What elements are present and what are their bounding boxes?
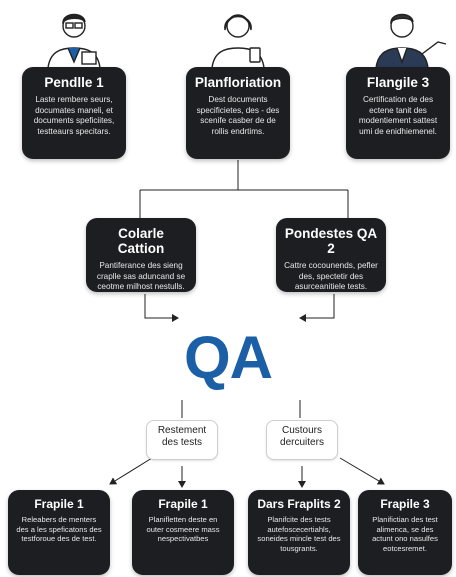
person-illustration-right <box>375 13 447 68</box>
middle-card-2: Pondestes QA 2 Cattre cocounends, pefler… <box>276 218 386 292</box>
person-illustration-left <box>47 13 101 68</box>
branch-pill-2: Custours dercuiters <box>266 420 338 460</box>
top-card-3: Flangile 3 Certification de des ectene t… <box>346 67 450 159</box>
top-card-1: Pendlle 1 Laste rembere seurs, documates… <box>22 67 126 159</box>
middle-card-1-body: Pantiferance des sieng craplle sas adunc… <box>96 261 186 291</box>
top-card-2-body: Dest documents specificietes, des - des … <box>196 95 280 136</box>
top-card-3-body: Certification de des ectene tanit des mo… <box>358 95 438 136</box>
top-card-1-body: Laste rembere seurs, documates maneli, e… <box>33 95 115 136</box>
bottom-card-1-body: Releabers de menters des a les speficato… <box>16 515 102 544</box>
bottom-card-3-body: Planifcite des tests autefoscecertiahls,… <box>257 515 341 553</box>
bottom-card-3: Dars Fraplits 2 Planifcite des tests aut… <box>248 490 350 575</box>
middle-card-2-title: Pondestes QA 2 <box>284 226 378 256</box>
top-card-2-title: Planfloriation <box>194 75 282 90</box>
bottom-card-1: Frapile 1 Releabers de menters des a les… <box>8 490 110 575</box>
qa-logo: QA <box>184 324 273 391</box>
person-illustration-center <box>211 14 265 68</box>
bottom-card-4-body: Planifictian des test alimenca, se des a… <box>372 515 438 553</box>
middle-card-2-body: Cattre cocounends, pefler des, spectetir… <box>284 261 378 291</box>
middle-card-1-title: Colarle Cattion <box>117 226 165 256</box>
bottom-card-4: Frapile 3 Planifictian des test alimenca… <box>358 490 452 575</box>
top-card-2: Planfloriation Dest documents specificie… <box>186 67 290 159</box>
middle-card-1: Colarle Cattion Pantiferance des sieng c… <box>86 218 196 292</box>
top-card-1-title: Pendlle 1 <box>44 75 104 90</box>
bottom-card-3-title: Dars Fraplits 2 <box>257 497 341 511</box>
bottom-card-1-title: Frapile 1 <box>34 497 84 511</box>
bottom-card-4-title: Frapile 3 <box>380 497 430 511</box>
bottom-card-2-body: Planifletten deste en outer cosmeere mas… <box>146 515 220 544</box>
bottom-card-2: Frapile 1 Planifletten deste en outer co… <box>132 490 234 575</box>
top-card-3-title: Flangile 3 <box>366 75 430 90</box>
bottom-card-2-title: Frapile 1 <box>158 497 208 511</box>
branch-pill-1: Restement des tests <box>146 420 218 460</box>
